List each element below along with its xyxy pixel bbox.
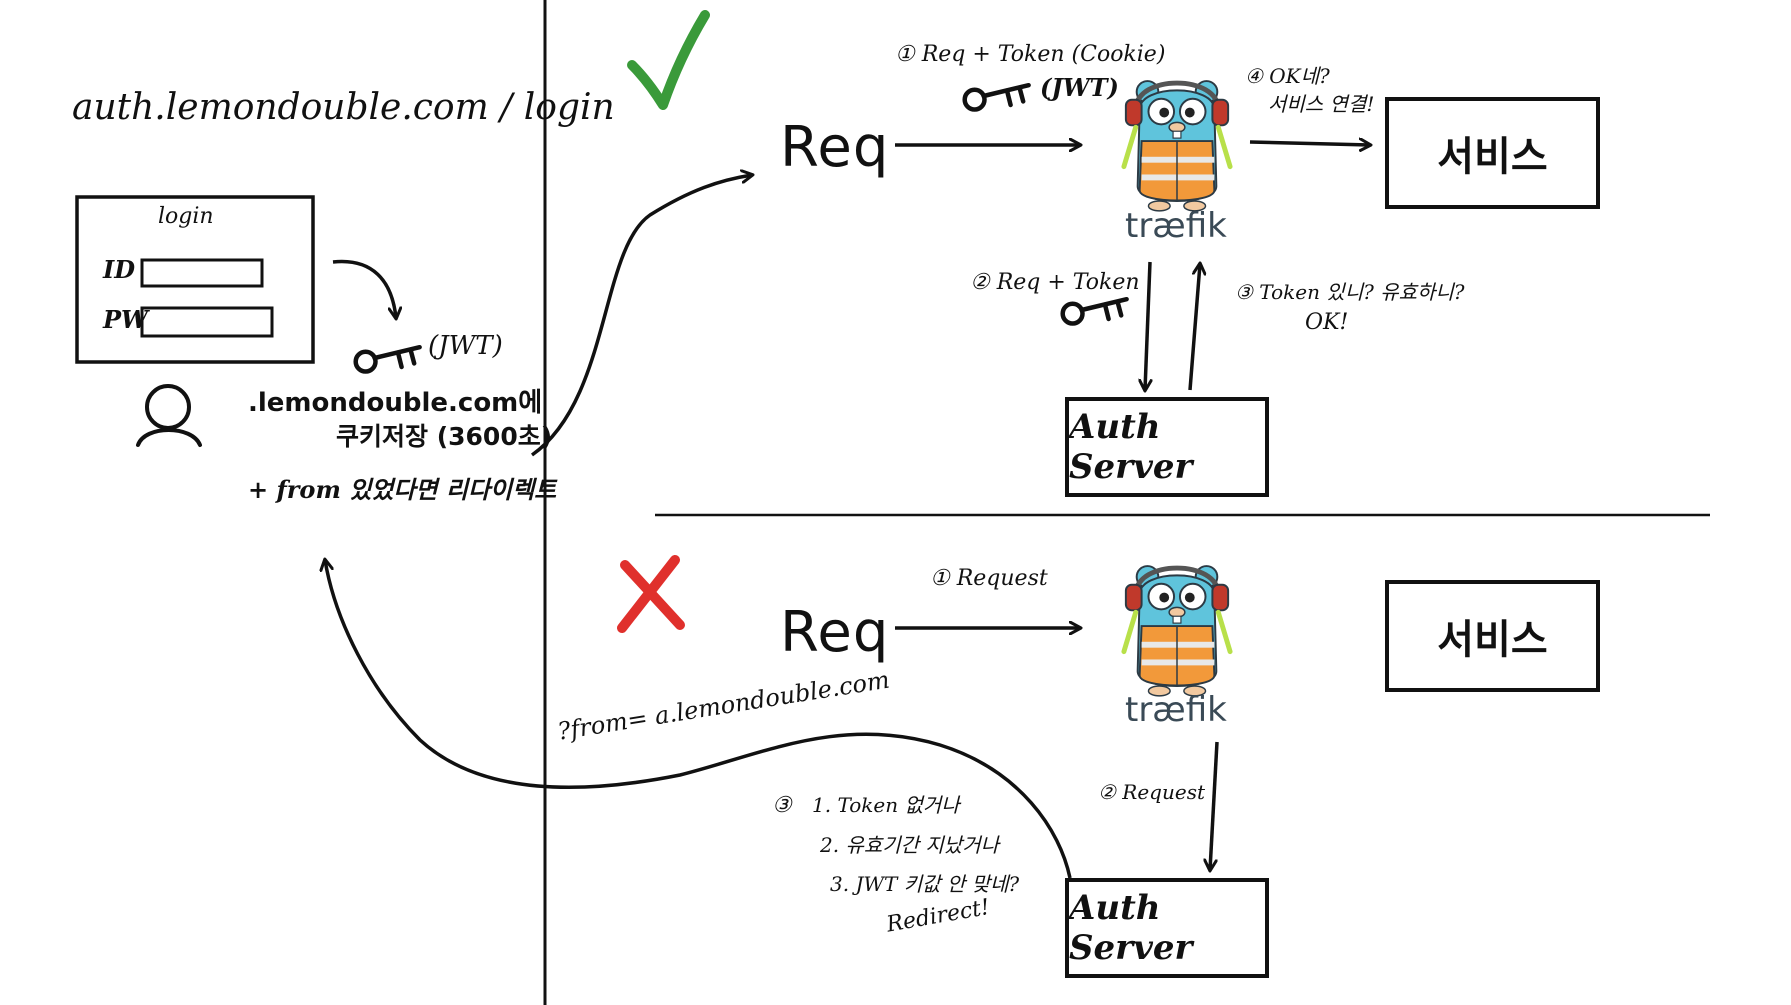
traefik-to-auth-arrow (1145, 261, 1150, 390)
fail-step1-label: ① Request (930, 566, 1048, 591)
login-url: auth.lemondouble.com / login (72, 87, 615, 128)
success-service-label: 서비스 (1437, 134, 1548, 180)
success-service-box: 서비스 (1385, 97, 1600, 209)
success-step3-line1: ③ Token 있니? 유효하니? (1235, 280, 1465, 304)
success-step2-label: ② Req + Token (970, 270, 1140, 295)
fail-service-label: 서비스 (1437, 617, 1548, 663)
success-req-label: Req (780, 115, 890, 180)
fail-auth-server-label: Auth Server (1069, 888, 1193, 968)
redirect-note: + from 있었다면 리다이렉트 (248, 475, 557, 504)
cookie-to-req-arrow (530, 175, 752, 457)
fail-step2-label: ② Request (1098, 780, 1206, 804)
key-icon-success-step2 (1063, 299, 1127, 323)
pw-label: PW (103, 305, 148, 334)
success-auth-server-label: Auth Server (1069, 407, 1193, 487)
cross-icon (617, 555, 685, 633)
redirect-arrow (325, 560, 1072, 879)
user-icon (136, 384, 202, 447)
success-step3-line2: OK! (1305, 310, 1349, 335)
cookie-domain-text: .lemondouble.com에 (248, 388, 543, 418)
success-traefik-label: træfik (1125, 206, 1227, 246)
login-to-token-arrow (332, 259, 396, 318)
auth-to-traefik-arrow (1188, 264, 1200, 391)
cookie-save-text: 쿠키저장 (3600초) (336, 422, 553, 451)
success-step4-line2: 서비스 연결! (1268, 92, 1375, 116)
fail-step3-item-1: 1. Token 없거나 (812, 793, 960, 817)
success-step4-line1: ④ OK네? (1245, 64, 1330, 88)
check-icon (627, 10, 710, 110)
success-step1-token: (JWT) (1040, 73, 1119, 102)
fail-traefik-label: træfik (1125, 690, 1227, 730)
fail-step3-item-2: 2. 유효기간 지났거나 (820, 833, 999, 857)
id-label: ID (103, 255, 136, 284)
traefik-gopher-success (1124, 81, 1230, 211)
login-token-label: (JWT) (428, 331, 503, 361)
id-input-box (140, 258, 264, 288)
login-form-box (75, 195, 315, 364)
fail-service-box: 서비스 (1385, 580, 1600, 692)
success-auth-server-box: Auth Server (1065, 397, 1269, 497)
fail-step3-marker: ③ (772, 793, 792, 818)
traefik-to-service-arrow (1249, 142, 1370, 145)
key-icon-success-step1 (965, 85, 1029, 109)
fail-traefik-to-auth-arrow (1210, 741, 1219, 870)
fail-step3-item-3: 3. JWT 키값 안 맞네? (830, 872, 1020, 896)
success-step1-label: ① Req + Token (Cookie) (895, 42, 1166, 67)
pw-input-box (140, 306, 274, 338)
fail-req-label: Req (780, 600, 890, 665)
traefik-gopher-fail (1124, 566, 1230, 696)
fail-auth-server-box: Auth Server (1065, 878, 1269, 978)
login-form-title: login (158, 204, 214, 229)
key-icon-login (356, 347, 420, 371)
